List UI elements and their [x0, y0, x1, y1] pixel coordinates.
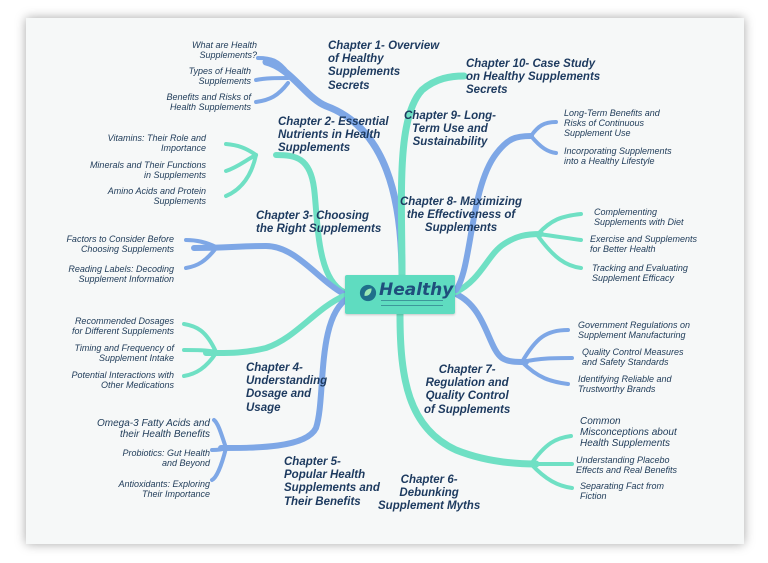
center-subtitle-decoration [381, 300, 443, 306]
twig-c5-1 [212, 418, 228, 450]
twig-c2-1 [224, 142, 258, 157]
twig-c6-1 [529, 434, 573, 466]
branch-c3 [191, 242, 347, 297]
twig-c4-3 [182, 351, 218, 378]
leaf-c4-3[interactable]: Potential Interactions with Other Medica… [71, 370, 174, 391]
chapter-9-label[interactable]: Chapter 9- Long- Term Use and Sustainabi… [404, 110, 496, 149]
leaf-c7-1[interactable]: Government Regulations on Supplement Man… [578, 320, 691, 341]
chapter-7-label[interactable]: Chapter 7- Regulation and Quality Contro… [424, 364, 511, 416]
leaf-c6-1[interactable]: Common Misconceptions about Health Suppl… [580, 416, 677, 450]
chapter-10-label[interactable]: Chapter 10- Case Study on Healthy Supple… [466, 58, 601, 97]
leaf-c7-2[interactable]: Quality Control Measures and Safety Stan… [582, 347, 684, 368]
leaf-c2-3[interactable]: Amino Acids and Protein Supplements [107, 186, 206, 207]
twig-c9-2 [529, 134, 558, 155]
branch-c4 [203, 293, 347, 357]
chapter-8-label[interactable]: Chapter 8- Maximizing the Effectiveness … [400, 196, 523, 235]
twig-c2-2 [224, 153, 258, 173]
chapter-3-label[interactable]: Chapter 3- Choosing the Right Supplement… [256, 210, 382, 236]
leaf-c6-3[interactable]: Separating Fact from Fiction [580, 481, 665, 502]
leaf-c8-1[interactable]: Complementing Supplements with Diet [594, 207, 684, 228]
branch-c8 [453, 231, 544, 295]
twig-c4-1 [182, 322, 218, 354]
twig-c8-2 [536, 232, 583, 242]
chapter-2-label[interactable]: Chapter 2- Essential Nutrients in Health… [278, 116, 389, 155]
twig-c8-3 [536, 234, 583, 270]
center-node[interactable]: Healthy [345, 275, 455, 314]
twig-c9-1 [529, 120, 558, 138]
twig-c1-3 [254, 81, 290, 104]
twig-c1-2 [254, 76, 290, 82]
leaf-c3-2[interactable]: Reading Labels: Decoding Supplement Info… [68, 264, 174, 285]
leaf-c7-3[interactable]: Identifying Reliable and Trustworthy Bra… [578, 374, 672, 395]
leaf-c3-1[interactable]: Factors to Consider Before Choosing Supp… [66, 234, 174, 255]
twig-c4-2 [182, 348, 218, 354]
leaf-c1-3[interactable]: Benefits and Risks of Health Supplements [166, 92, 251, 113]
twig-c8-1 [536, 212, 583, 236]
branch-c6 [396, 310, 540, 468]
leaf-c2-2[interactable]: Minerals and Their Functions in Suppleme… [89, 160, 206, 181]
twig-c2-3 [224, 153, 258, 198]
branch-c1 [262, 58, 406, 280]
leaf-c5-3[interactable]: Antioxidants: Exploring Their Importance [118, 479, 210, 500]
leaf-c1-2[interactable]: Types of Health Supplements [188, 66, 251, 87]
leaf-c2-1[interactable]: Vitamins: Their Role and Importance [107, 133, 206, 154]
twig-c6-3 [529, 462, 574, 490]
leaf-c4-2[interactable]: Timing and Frequency of Supplement Intak… [74, 343, 174, 364]
leaf-c8-3[interactable]: Tracking and Evaluating Supplement Effic… [592, 263, 688, 284]
leaf-c5-2[interactable]: Probiotics: Gut Health and Beyond [122, 448, 210, 469]
branch-lines [182, 56, 583, 490]
leaf-logo-icon [359, 284, 377, 302]
leaf-c9-1[interactable]: Long-Term Benefits and Risks of Continuo… [564, 108, 660, 139]
twig-c7-3 [520, 360, 570, 386]
branch-c2 [273, 152, 347, 295]
leaf-c9-2[interactable]: Incorporating Supplements into a Healthy… [564, 146, 672, 167]
leaf-c1-1[interactable]: What are Health Supplements? [191, 40, 257, 61]
center-title: Healthy [379, 280, 454, 300]
twig-c7-1 [520, 328, 570, 364]
twig-c5-3 [210, 446, 228, 482]
twig-c3-2 [184, 246, 218, 270]
branch-c9 [453, 133, 534, 293]
leaf-c5-1[interactable]: Omega-3 Fatty Acids and their Health Ben… [96, 418, 210, 441]
chapter-6-label[interactable]: Chapter 6- Debunking Supplement Myths [378, 474, 481, 513]
leaf-c4-1[interactable]: Recommended Dosages for Different Supple… [71, 316, 174, 337]
chapter-1-label[interactable]: Chapter 1- Overview of Healthy Supplemen… [328, 40, 440, 92]
leaf-c8-2[interactable]: Exercise and Supplements for Better Heal… [590, 234, 698, 255]
branch-c10 [397, 72, 468, 280]
twig-c1-1 [256, 56, 290, 75]
twig-c3-1 [184, 238, 218, 249]
twig-c7-2 [520, 356, 574, 364]
mindmap-canvas: Healthy Chapter 1- Overview of Healthy S… [26, 18, 744, 544]
chapter-5-label[interactable]: Chapter 5- Popular Health Supplements an… [284, 456, 380, 508]
branch-c5 [218, 295, 351, 451]
leaf-c6-2[interactable]: Understanding Placebo Effects and Real B… [576, 455, 678, 476]
chapter-4-label[interactable]: Chapter 4- Understanding Dosage and Usag… [246, 362, 328, 414]
branch-c7 [453, 291, 529, 365]
